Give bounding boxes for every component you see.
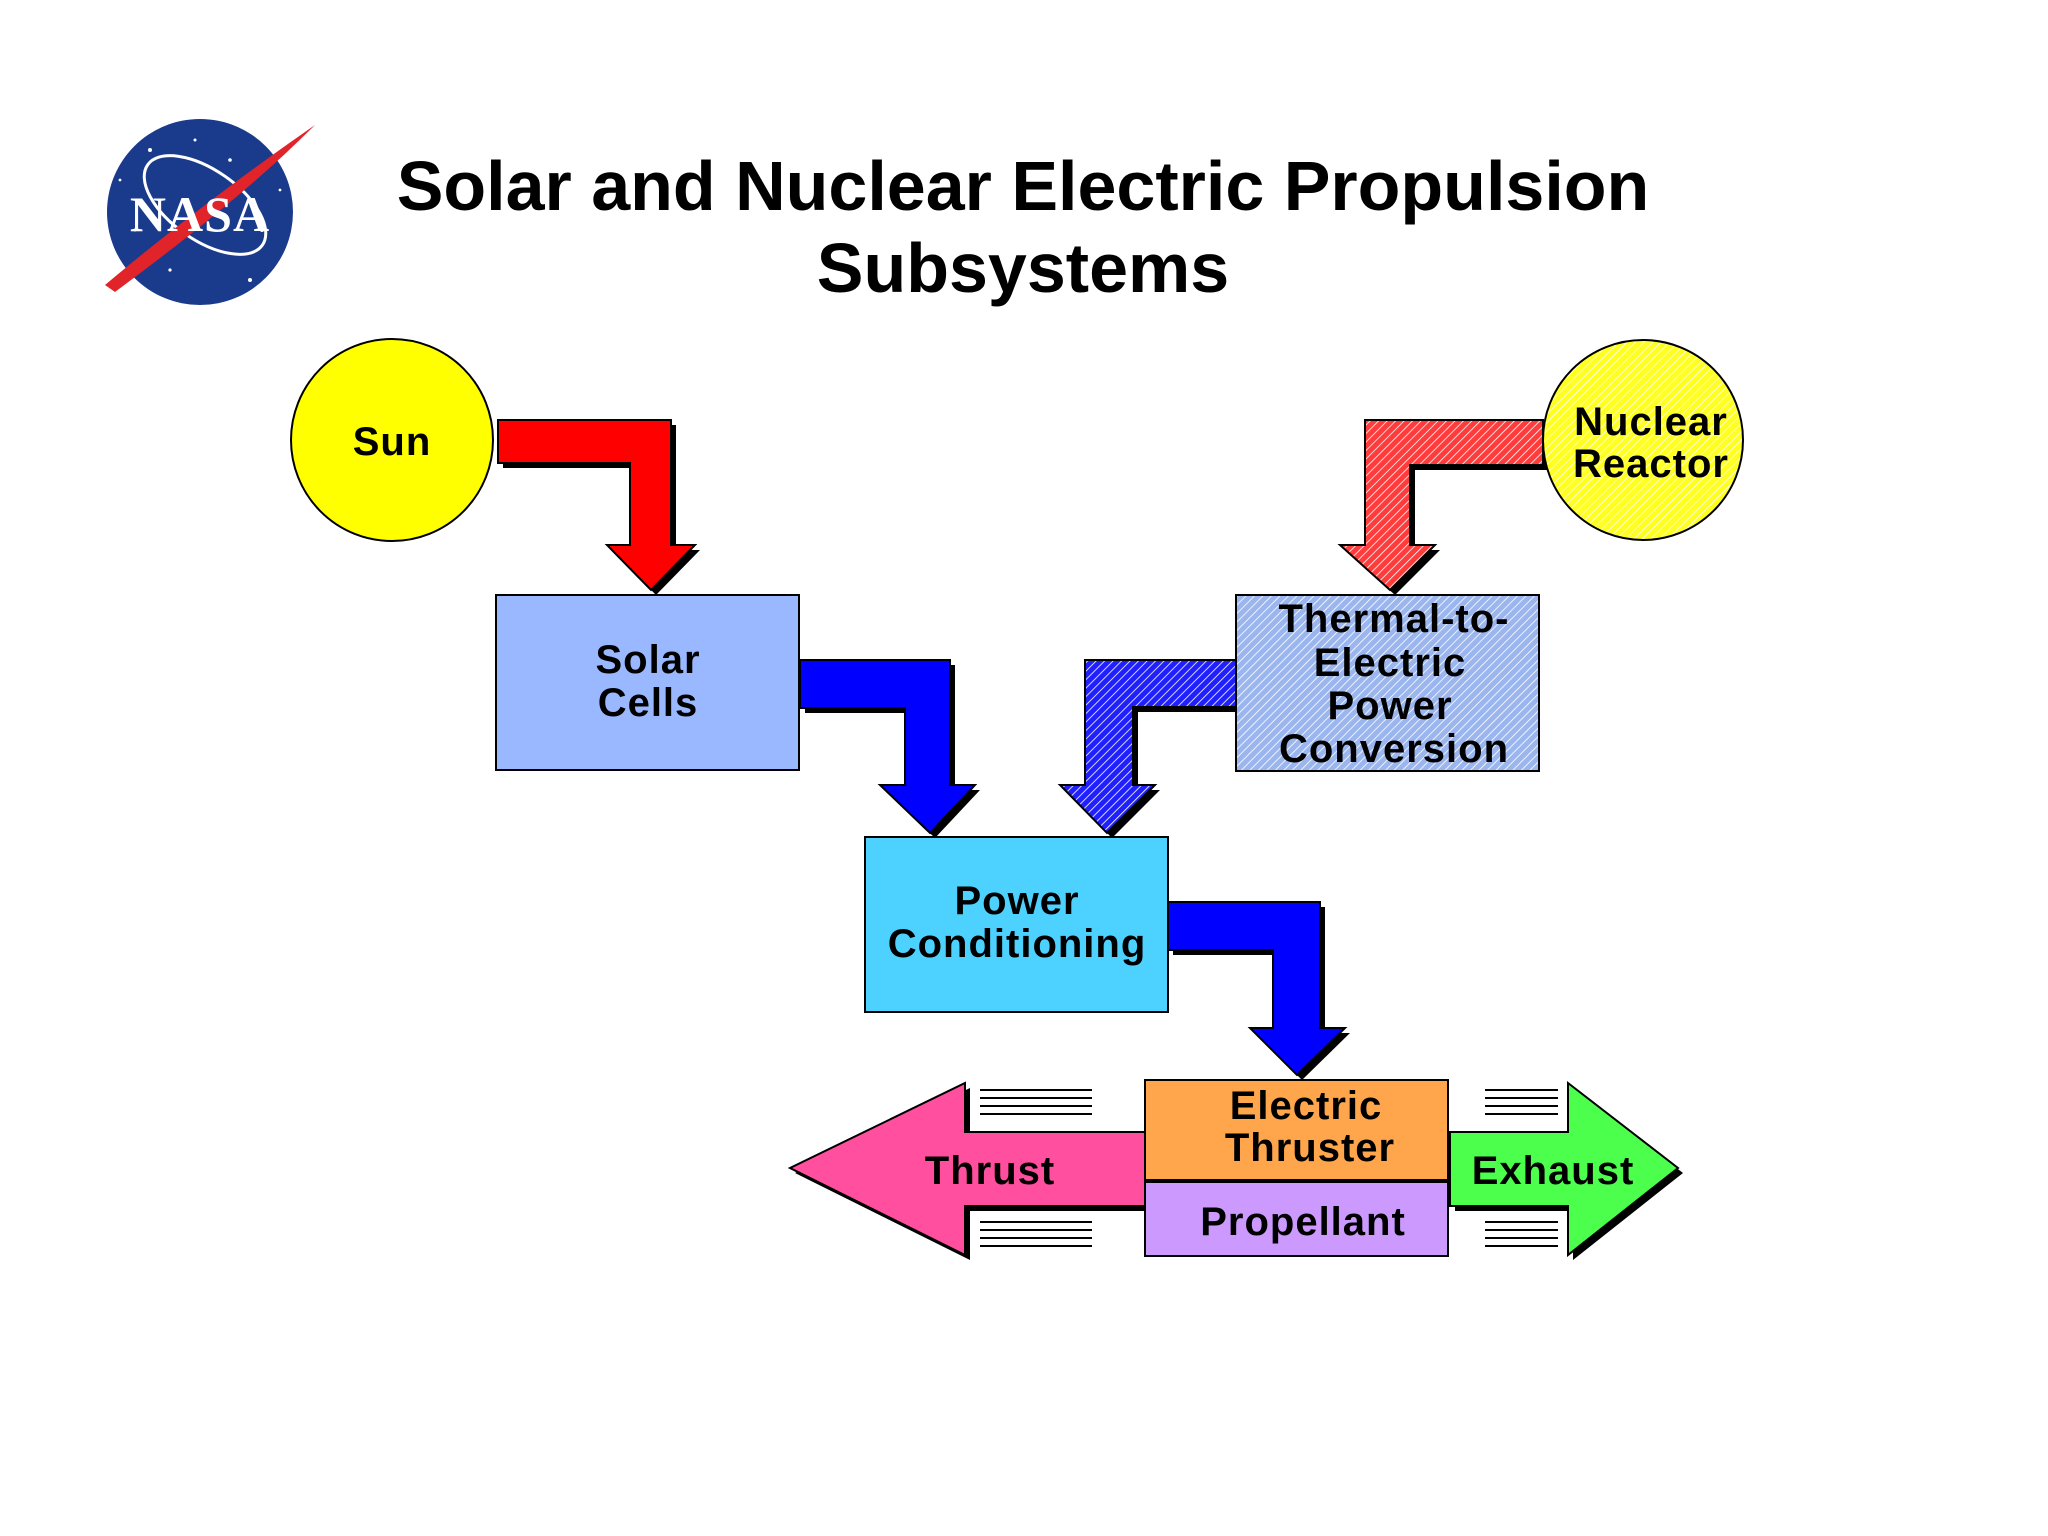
thrust-label: Thrust (925, 1149, 1055, 1193)
sun-node: Sun (290, 338, 494, 542)
nuclear-reactor-label-line-1: Nuclear (1574, 400, 1728, 444)
solar-cells-node: Solar Cells (495, 594, 800, 771)
page-title-line-1: Solar and Nuclear Electric Propulsion (397, 147, 1650, 225)
power-conditioning-label-line-2: Conditioning (888, 922, 1147, 966)
solar-cells-label-line-1: Solar (595, 638, 700, 682)
arrow-reactor-to-conversion (1337, 419, 1548, 595)
electric-thruster-node: Electric Thruster (1144, 1079, 1449, 1181)
exhaust-label: Exhaust (1472, 1149, 1635, 1193)
exhaust-arrow (1449, 1080, 1683, 1260)
power-conversion-node: Thermal-to- Electric Power Conversion (1235, 594, 1540, 772)
solar-cells-label-line-2: Cells (598, 681, 699, 725)
page-title-line-2: Subsystems (817, 229, 1229, 307)
nuclear-reactor-node: Nuclear Reactor (1542, 339, 1744, 541)
nasa-logo: NASA (105, 119, 315, 305)
nuclear-reactor-label-line-2: Reactor (1573, 442, 1729, 486)
propellant-node: Propellant (1144, 1181, 1449, 1257)
electric-thruster-label-line-1: Electric (1230, 1084, 1383, 1128)
nasa-logo-text: NASA (130, 186, 270, 242)
power-conversion-label-line-3: Power (1327, 684, 1452, 728)
propellant-label: Propellant (1200, 1200, 1406, 1244)
power-conversion-label-line-2: Electric (1314, 641, 1467, 685)
power-conditioning-label-line-1: Power (954, 879, 1079, 923)
arrow-power-conditioning-to-thruster (1167, 901, 1350, 1080)
sun-label: Sun (353, 420, 432, 464)
arrow-solar-cells-to-power-conditioning (799, 659, 980, 838)
power-conversion-label-line-4: Conversion (1279, 727, 1509, 771)
arrow-sun-to-solar-cells (497, 419, 700, 595)
power-conversion-label-line-1: Thermal-to- (1279, 597, 1510, 641)
arrow-conversion-to-power-conditioning (1057, 659, 1241, 838)
thrust-arrow (787, 1081, 1150, 1260)
electric-thruster-label-line-2: Thruster (1225, 1126, 1395, 1170)
exhaust-motion-lines (1485, 1089, 1558, 1247)
power-conditioning-node: Power Conditioning (864, 836, 1169, 1013)
thrust-motion-lines (980, 1089, 1092, 1247)
